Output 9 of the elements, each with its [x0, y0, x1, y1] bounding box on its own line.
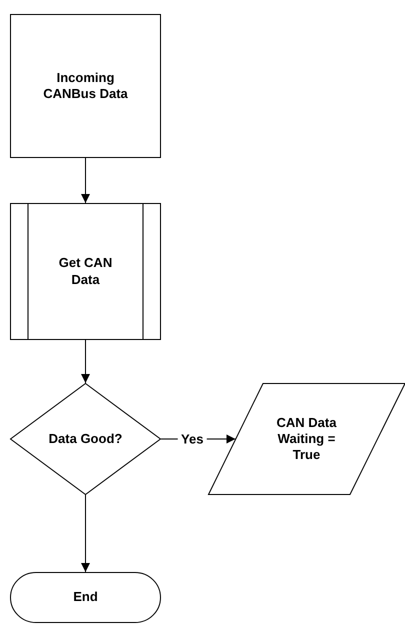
node-label: CAN Data Waiting = True [276, 414, 338, 464]
arrow [81, 494, 90, 572]
node-label: Get CAN Data [58, 255, 114, 288]
node-label: Data Good? [48, 430, 122, 448]
node-label: End [73, 589, 98, 606]
arrow [81, 340, 90, 384]
edge-label: Yes [178, 432, 206, 446]
node-label: Incoming CANBus Data [42, 70, 129, 102]
arrow [81, 158, 90, 204]
